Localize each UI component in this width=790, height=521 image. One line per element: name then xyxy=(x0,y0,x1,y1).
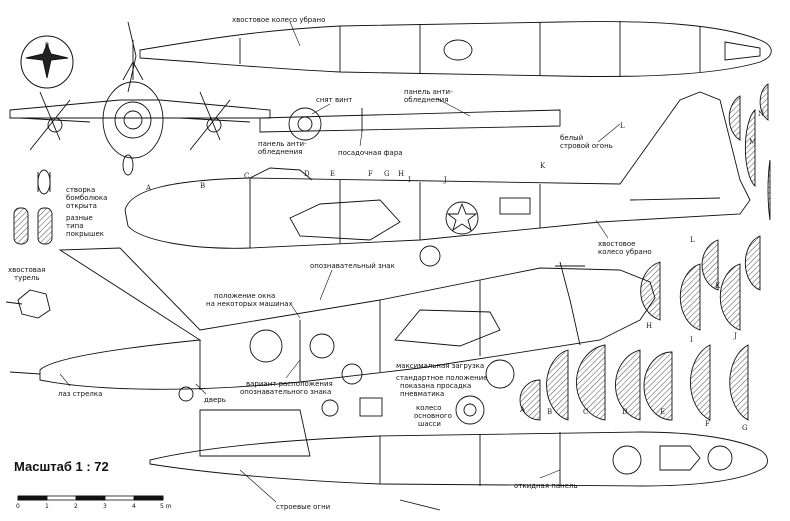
cross-sections-bottom xyxy=(519,344,749,421)
section-letter: G xyxy=(384,170,390,178)
insignia-variant-label: вариант расположения xyxy=(246,380,333,388)
section-letter: J xyxy=(734,332,737,340)
leader-lines xyxy=(59,21,621,503)
section-letter: H xyxy=(646,322,653,330)
main-wheel-label-2: основного xyxy=(414,412,452,420)
cross-sections-right xyxy=(640,83,771,331)
tail-turret-label: хвостовая xyxy=(8,266,46,274)
tire-types-label: разные xyxy=(66,214,93,222)
prop-removed-label: снят винт xyxy=(316,96,353,104)
tail-wheel-retracted-label-top: хвостовое колесо убрано xyxy=(232,16,326,24)
section-letter: A xyxy=(146,184,152,192)
section-letter: C xyxy=(244,172,250,180)
scale-tick: 1 xyxy=(45,503,49,510)
max-load-label: максимальная загрузка xyxy=(396,362,485,370)
section-letter: L xyxy=(620,122,625,130)
std-position-label-2: показана просадка xyxy=(400,382,472,390)
gunner-hatch-label: лаз стрелка xyxy=(58,390,103,398)
front-view xyxy=(9,40,271,195)
fuselage-bottom-view xyxy=(149,409,768,511)
section-letter: J xyxy=(444,176,447,184)
section-letter: N xyxy=(758,110,765,118)
section-letter: F xyxy=(705,420,710,428)
anti-ice-panel-label-mid: панель анти- xyxy=(258,140,307,148)
section-letter: D xyxy=(622,408,628,416)
main-wheel-label-3: шасси xyxy=(418,420,441,428)
section-letter: H xyxy=(398,170,405,178)
scale-bar xyxy=(17,495,164,501)
hinged-panel-label: откидная панель xyxy=(514,482,578,490)
section-letter: E xyxy=(330,170,336,178)
section-letter: M xyxy=(749,138,757,146)
tail-wheel-retracted-label-side-2: колесо убрано xyxy=(598,248,652,256)
formation-lights-label: строевые огни xyxy=(276,503,331,511)
section-letter: B xyxy=(200,182,206,190)
window-position-label-2: на некоторых машинах xyxy=(206,300,293,308)
tire-types-label-2: типа xyxy=(66,222,84,230)
tail-wheel-retracted-label-side: хвостовое xyxy=(598,240,636,248)
section-letter: G xyxy=(742,424,748,432)
insignia-badge-icon: B xyxy=(20,35,74,89)
section-letter: C xyxy=(583,408,589,416)
scale-tick: 3 xyxy=(103,503,107,510)
tail-turret xyxy=(5,289,51,319)
fuselage-side-view-upper xyxy=(124,91,751,267)
section-letter: A xyxy=(520,406,526,414)
svg-text:B: B xyxy=(45,42,49,49)
section-letter: B xyxy=(547,408,553,416)
scale-title: Масштаб 1 : 72 xyxy=(14,459,109,474)
bomb-bay-label: створка xyxy=(66,186,96,194)
door-label: дверь xyxy=(204,396,226,404)
section-letter: D xyxy=(304,170,310,178)
anti-ice-panel-label-mid-2: обледнения xyxy=(258,148,303,156)
white-tail-light-label: белый xyxy=(560,134,584,142)
section-letter: F xyxy=(368,170,373,178)
fuselage-top-view xyxy=(127,21,772,93)
bomb-bay-label-2: бомболюка xyxy=(66,194,108,202)
std-position-label-3: пневматика xyxy=(400,390,445,398)
white-tail-light-label-2: стровой огонь xyxy=(560,142,613,150)
section-letter: K xyxy=(540,162,546,170)
section-letter: L xyxy=(690,236,695,244)
wing-plan-view xyxy=(259,107,561,141)
insignia-variant-label-2: опознавательного знака xyxy=(240,388,332,396)
bomb-bay-label-3: открыта xyxy=(66,202,97,210)
scale-tick: 0 xyxy=(16,503,20,510)
std-position-label: стандартное положение xyxy=(396,374,488,382)
tire-types-label-3: покрышек xyxy=(66,230,104,238)
main-wheel-label: колесо xyxy=(416,404,442,412)
section-letter: E xyxy=(660,408,666,416)
scale-tick: 4 xyxy=(132,503,136,510)
scale-tick: 2 xyxy=(74,503,78,510)
section-letter: I xyxy=(690,336,693,344)
scale-tick: 5 m xyxy=(160,503,172,510)
section-letter: I xyxy=(408,176,411,184)
section-letter: K xyxy=(715,282,721,290)
main-wheel-detail xyxy=(178,386,485,425)
tire-variants xyxy=(13,207,53,245)
anti-ice-panel-label-top-2: обледнения xyxy=(404,96,449,104)
anti-ice-panel-label-top: панель анти- xyxy=(404,88,453,96)
window-position-label: положение окна xyxy=(214,292,276,300)
landing-light-label: посадочная фара xyxy=(338,149,403,157)
tail-turret-label-2: турель xyxy=(14,274,40,282)
insignia-label: опознавательный знак xyxy=(310,262,395,270)
